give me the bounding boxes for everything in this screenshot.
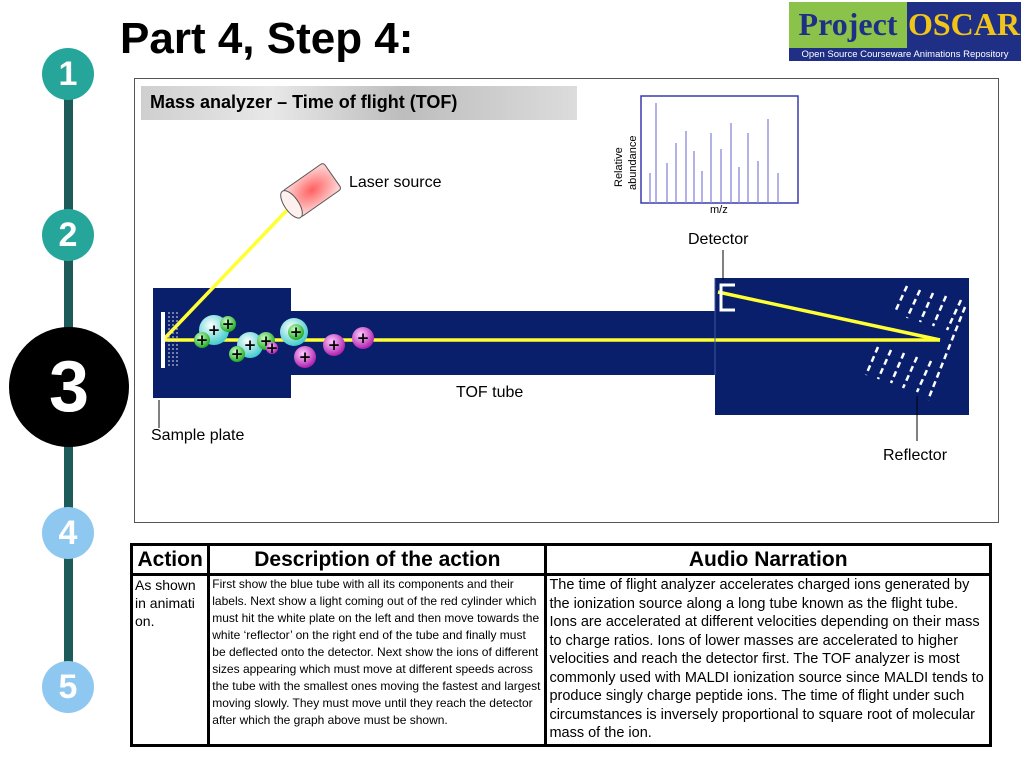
label-leaders xyxy=(158,250,918,441)
audio-text: The time of flight analyzer accelerates … xyxy=(549,577,984,741)
header-description: Description of the action xyxy=(207,543,548,576)
step-4-button[interactable]: 4 xyxy=(42,507,94,559)
tof-tube-label: TOF tube xyxy=(456,384,524,401)
cell-description: First show the blue tube with all its co… xyxy=(207,573,548,747)
extraction-grids xyxy=(168,312,178,368)
ion-charge-10: + xyxy=(290,323,303,341)
detector-label: Detector xyxy=(688,231,749,248)
step-5-button[interactable]: 5 xyxy=(42,661,94,713)
deflected-beam xyxy=(717,290,941,342)
ions-group: ++++++++++++ xyxy=(194,315,374,368)
cell-action: As shown in animati on. xyxy=(129,573,211,747)
laser-source-label: Laser source xyxy=(349,174,442,191)
ion-2 xyxy=(220,316,236,332)
logo-word-oscar: OSCAR xyxy=(907,2,1021,48)
ion-charge-3: + xyxy=(196,331,209,349)
project-oscar-logo: Project OSCAR Open Source Courseware Ani… xyxy=(789,2,1021,61)
table-row: As shown in animati on. First show the b… xyxy=(129,573,992,747)
reflector-grids xyxy=(864,285,967,401)
diagram-title-banner xyxy=(141,86,577,120)
ion-charge-12: + xyxy=(328,336,341,354)
page-title: Part 4, Step 4: xyxy=(120,14,414,63)
spectrum-inset: Relative abundance m/z xyxy=(613,95,799,216)
ion-charge-5: + xyxy=(244,336,257,354)
spectrum-xlabel: m/z xyxy=(710,204,728,216)
laser-beam xyxy=(161,205,292,342)
laser-source-icon xyxy=(280,163,341,219)
spectrum-peaks xyxy=(649,103,779,203)
sample-plate xyxy=(161,312,165,368)
step-1-button[interactable]: 1 xyxy=(42,48,94,100)
ion-13 xyxy=(352,327,374,349)
header-audio: Audio Narration xyxy=(544,543,992,576)
logo-subtitle: Open Source Courseware Animations Reposi… xyxy=(789,48,1021,61)
step-2-button[interactable]: 2 xyxy=(42,209,94,261)
step-3-button[interactable]: 3 xyxy=(9,327,129,447)
cell-audio: The time of flight analyzer accelerates … xyxy=(544,573,992,747)
table-header-row: Action Description of the action Audio N… xyxy=(129,543,992,576)
action-text: As shown in animati on. xyxy=(135,577,196,629)
sample-plate-label: Sample plate xyxy=(151,427,245,444)
ion-charge-1: + xyxy=(208,321,221,339)
spectrum-ylabel-line2: abundance xyxy=(627,136,639,190)
ion-charge-6: + xyxy=(231,345,244,363)
ion-12 xyxy=(323,334,345,356)
ion-charge-2: + xyxy=(222,315,235,333)
narration-table: Action Description of the action Audio N… xyxy=(129,543,992,747)
diagram-title: Mass analyzer – Time of flight (TOF) xyxy=(150,92,458,112)
reflector-label: Reflector xyxy=(883,447,948,464)
logo-word-project: Project xyxy=(789,2,907,48)
spectrum-frame xyxy=(640,95,799,204)
ion-charge-13: + xyxy=(357,329,370,347)
description-text: First show the blue tube with all its co… xyxy=(212,577,541,727)
header-action: Action xyxy=(129,543,211,576)
ion-10 xyxy=(288,324,304,340)
ion-3 xyxy=(194,332,210,348)
ion-8 xyxy=(266,342,278,354)
detector-icon xyxy=(719,283,735,312)
ion-charge-11: + xyxy=(299,348,312,366)
ion-6 xyxy=(229,346,245,362)
spectrum-ylabel-line1: Relative xyxy=(613,147,625,187)
ion-charge-8: + xyxy=(266,339,279,357)
ion-11 xyxy=(294,346,316,368)
